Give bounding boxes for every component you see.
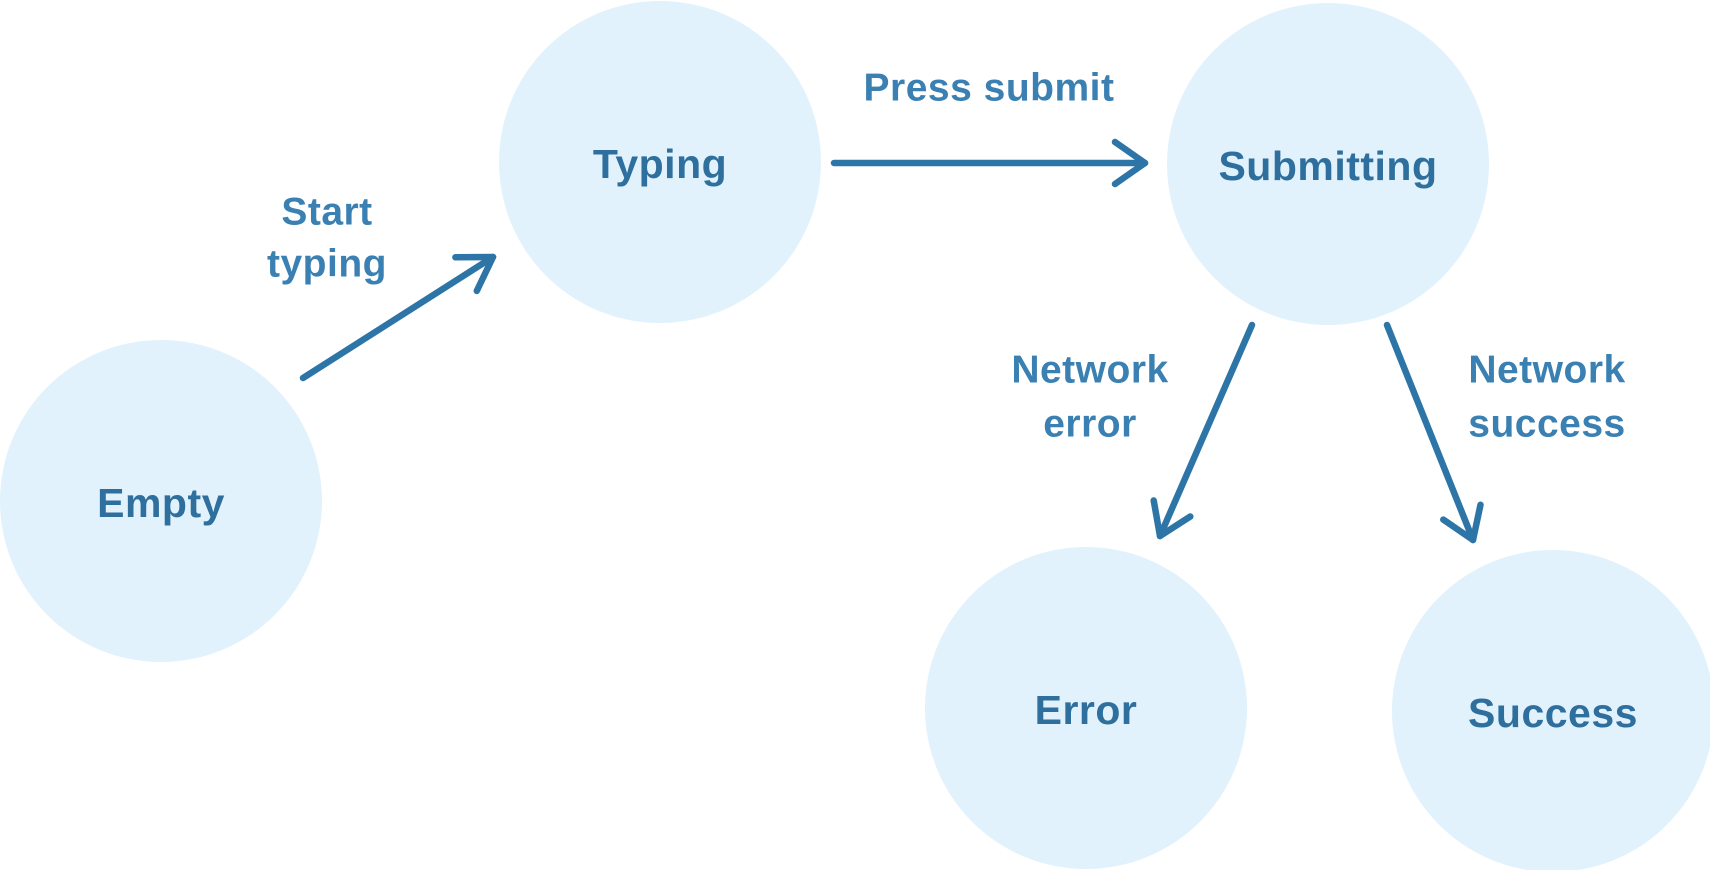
edge-empty-to-typing [299,253,497,382]
node-circle-error [925,547,1247,869]
edge-label-network-error-line1: Network [1011,349,1168,392]
node-error: Error [925,547,1247,869]
edge-label-network-error: Network error [1011,349,1168,446]
edge-label-press-submit-line1: Press submit [864,67,1115,110]
node-label-typing: Typing [593,141,727,187]
edge-label-network-success-line2: success [1468,403,1625,446]
node-typing: Typing [499,1,821,323]
edge-label-network-error-line2: error [1043,403,1137,446]
node-circle-empty [0,340,322,662]
arrow-head-icon [1440,501,1484,544]
edge-label-press-submit: Press submit [864,67,1115,110]
node-circle-success [1392,550,1710,870]
node-label-empty: Empty [97,480,225,526]
node-circle-typing [499,1,821,323]
arrow-head-icon [1111,138,1149,188]
edge-typing-to-submitting [830,138,1149,188]
edge-label-network-success: Network success [1468,349,1625,446]
arrow-shaft-network-error [1156,321,1256,540]
node-label-submitting: Submitting [1218,143,1437,189]
arrow-shaft-network-success [1383,321,1477,544]
node-label-error: Error [1035,687,1138,733]
node-label-success: Success [1468,690,1638,736]
edge-label-start-typing: Start typing [267,191,387,286]
node-success: Success [1392,550,1710,870]
edge-submitting-to-success [1383,321,1484,544]
arrow-head-icon [452,253,497,295]
edge-label-start-typing-line2: typing [267,243,387,286]
edge-label-network-success-line1: Network [1468,349,1625,392]
node-empty: Empty [0,340,322,662]
node-submitting: Submitting [1167,3,1489,325]
arrow-head-icon [1150,497,1194,540]
edge-submitting-to-error [1150,321,1256,540]
arrow-shaft-start-typing [299,253,497,382]
edge-label-start-typing-line1: Start [281,191,372,234]
node-circle-submitting [1167,3,1489,325]
